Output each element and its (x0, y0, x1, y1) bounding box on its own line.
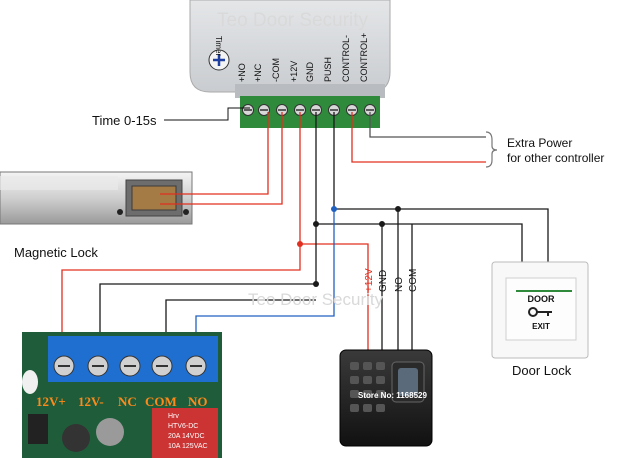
keypad-key[interactable] (363, 376, 372, 384)
controller-terminal-label: GND (305, 62, 315, 83)
controller-terminal-label: +NC (253, 63, 263, 82)
controller-terminal-label: PUSH (323, 57, 333, 82)
extra-power-label-2: for other controller (507, 151, 604, 165)
led-icon (22, 370, 38, 394)
keypad-key[interactable] (376, 390, 385, 398)
controller-terminal-label: -COM (271, 58, 281, 82)
fingerprint-icon (398, 368, 418, 396)
keypad-key[interactable] (376, 362, 385, 370)
extra-power-brace (485, 131, 498, 168)
controller-terminal-label: CONTROL+ (359, 33, 369, 82)
jumper-icon (28, 414, 48, 444)
watermark-middle: Teo Door Security (248, 290, 384, 309)
relay-terminal-label: NO (188, 394, 208, 409)
keypad-key[interactable] (350, 362, 359, 370)
controller-terminal-label: +12V (289, 61, 299, 82)
keypad-key[interactable] (376, 404, 385, 412)
exit-button-bottom-text: EXIT (532, 322, 550, 331)
keypad-key[interactable] (363, 390, 372, 398)
fingerprint-reader (339, 349, 433, 447)
magnetic-lock-label: Magnetic Lock (14, 245, 98, 260)
keypad-key[interactable] (363, 362, 372, 370)
keypad-key[interactable] (350, 390, 359, 398)
key-icon (528, 307, 552, 317)
timer-label: Timer (214, 36, 223, 56)
reader-wire-label: COM (408, 269, 419, 292)
exit-button-top-text: DOOR (528, 294, 556, 304)
time-label: Time 0-15s (92, 113, 157, 128)
capacitor-icon (62, 424, 90, 452)
relay-terminal-label: NC (118, 394, 137, 409)
watermark-top: Teo Door Security (217, 10, 369, 31)
timer-knob-icon[interactable] (208, 49, 230, 71)
controller-terminal-label: CONTROL- (341, 35, 351, 82)
reader-keypad (350, 362, 385, 412)
time-pointer-line (164, 107, 250, 121)
keypad-key[interactable] (350, 404, 359, 412)
keypad-key[interactable] (363, 404, 372, 412)
relay-chip-line: 20A 14VDC (168, 433, 205, 440)
keypad-key[interactable] (376, 376, 385, 384)
relay-terminal-screws (53, 355, 207, 377)
reader-wire-label: GND (378, 270, 389, 292)
controller-terminal-label: +NO (237, 63, 247, 82)
relay-terminal-label: 12V+ (36, 394, 66, 409)
access-controller: Teo Door Security Timer +NO +NC -COM +12V GN… (189, 0, 391, 128)
controller-terminal-labels: +NO +NC -COM +12V GND PUSH CONTROL- CONTROL+ (237, 33, 369, 82)
reader-wire-label: +12V (364, 268, 375, 292)
junction-dots (297, 206, 401, 287)
keypad-key[interactable] (350, 376, 359, 384)
reader-wire-label: NO (394, 277, 405, 292)
store-watermark: Store No: 1168529 (358, 391, 427, 400)
relay-chip-line: 10A 125VAC (168, 443, 208, 450)
magnetic-lock (0, 171, 193, 225)
relay-terminal-label: 12V- (78, 394, 104, 409)
relay-terminal-labels: 12V+ 12V- NC COM NO (36, 394, 208, 409)
relay-chip-line: Hrv (168, 413, 179, 420)
relay-terminal-label: COM (145, 394, 177, 409)
exit-button[interactable]: DOOR EXIT (491, 261, 589, 359)
controller-terminal-screws (242, 104, 376, 116)
relay-chip-line: HTV6-DC (168, 423, 198, 430)
extra-power-label-1: Extra Power (507, 136, 572, 150)
door-lock-label: Door Lock (512, 363, 572, 378)
wires (61, 112, 549, 360)
capacitor-icon-2 (96, 418, 124, 446)
relay-chip (152, 408, 218, 458)
